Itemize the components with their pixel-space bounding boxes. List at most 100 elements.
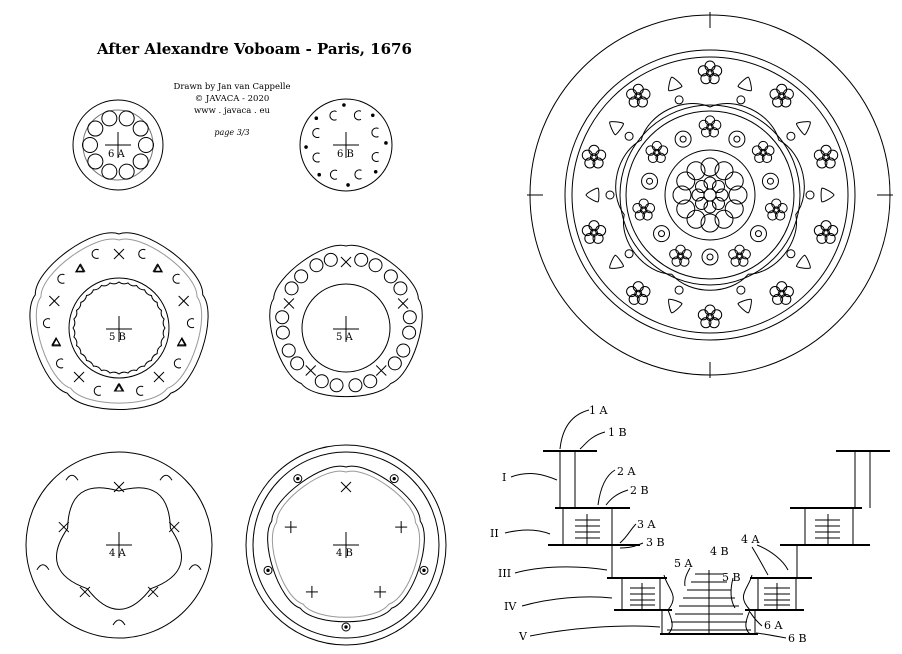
flower-centre <box>676 252 685 261</box>
petal <box>827 149 839 161</box>
clip-mark <box>56 358 64 369</box>
plate-label-3a: 3 A <box>637 518 656 531</box>
centre-petal <box>686 161 706 181</box>
dot-mark <box>346 183 350 187</box>
petal <box>764 202 776 214</box>
hole-circle <box>87 120 104 137</box>
centre-petal <box>695 196 709 210</box>
hole-circle <box>348 378 363 393</box>
hole-circle <box>138 137 154 153</box>
petal <box>595 149 607 161</box>
dot-mark <box>317 172 322 177</box>
petal <box>780 96 792 108</box>
hole-circle <box>82 137 98 153</box>
cross-mark <box>340 481 352 493</box>
petal <box>751 145 763 156</box>
hole-circle <box>101 110 118 127</box>
ring-bead <box>624 131 634 141</box>
petal <box>657 145 669 156</box>
dot-mark <box>344 625 348 629</box>
centre-boss <box>703 188 717 202</box>
hole-circle <box>329 378 344 393</box>
petal <box>730 256 741 267</box>
dot-mark <box>296 476 300 481</box>
label-6b: 6 B <box>337 149 354 160</box>
centre-petal <box>700 157 720 177</box>
hole-circle <box>402 325 417 340</box>
flower-centre <box>589 228 598 237</box>
ring-bead <box>766 177 774 185</box>
ring-bead <box>805 190 815 200</box>
clip-mark <box>263 565 273 575</box>
trefoil-ornament <box>737 298 752 314</box>
cross-mark <box>147 586 159 598</box>
petal <box>769 88 781 100</box>
clip-mark <box>173 358 182 369</box>
clip-mark <box>371 127 379 138</box>
level-label-iii: III <box>498 567 511 580</box>
credit-copyright: © JAVACA - 2020 <box>194 94 270 104</box>
petal <box>708 127 720 138</box>
ring-bead <box>653 225 671 243</box>
dot-mark <box>384 141 388 145</box>
hole-circle <box>118 163 135 180</box>
clip-mark <box>371 152 379 162</box>
hole-circle <box>368 258 383 273</box>
ring-bead <box>761 172 779 190</box>
petal <box>738 256 749 267</box>
hole-circle <box>393 281 408 296</box>
piece-4b: 4 B <box>245 444 447 646</box>
ring-bead <box>736 285 746 295</box>
cross-mark <box>375 365 387 376</box>
petal <box>581 224 593 237</box>
flower-centre <box>653 148 661 157</box>
trefoil-ornament <box>609 121 625 136</box>
hole-circle <box>275 310 290 325</box>
petal <box>639 88 651 100</box>
trefoil-ornament <box>820 187 835 203</box>
level-label-iv: IV <box>504 600 517 613</box>
ring-bead <box>706 253 714 261</box>
petal <box>782 285 794 298</box>
petal <box>711 309 723 321</box>
plate-label-6a: 6 A <box>764 619 783 632</box>
cross-mark <box>113 481 125 493</box>
plate-label-2b: 2 B <box>630 484 649 497</box>
petal <box>816 232 828 244</box>
page-number: page 3/3 <box>214 128 250 137</box>
clip-mark <box>138 248 146 259</box>
petal <box>628 96 640 108</box>
centre-petal <box>695 180 709 194</box>
petal <box>767 210 778 221</box>
triangle-mark <box>113 382 124 392</box>
hole-circle <box>284 281 299 296</box>
label-5b: 5 B <box>109 332 126 343</box>
centre-petal <box>728 185 748 205</box>
cross-mark <box>178 295 190 307</box>
ring-bead <box>605 190 615 200</box>
petal <box>636 96 648 108</box>
cross-mark <box>168 521 180 533</box>
petal <box>740 249 751 260</box>
petal <box>655 152 666 164</box>
trefoil-ornament <box>585 187 600 203</box>
level-label-ii: II <box>490 527 499 540</box>
ring-bead <box>674 285 684 295</box>
petal <box>636 293 648 305</box>
hole-circle <box>294 269 309 284</box>
petal <box>632 202 643 214</box>
clip-mark <box>136 385 144 396</box>
cross-mark <box>340 256 352 268</box>
plate-label-5a: 5 A <box>674 557 693 570</box>
lobe-mark <box>36 564 50 570</box>
flower-centre <box>589 153 598 162</box>
petal <box>772 96 784 108</box>
dot-mark <box>266 568 270 573</box>
lobe-mark <box>159 474 173 481</box>
trefoil-ornament <box>795 254 811 269</box>
clip-mark <box>91 248 99 259</box>
dot-mark <box>342 103 346 107</box>
petal <box>772 293 784 305</box>
